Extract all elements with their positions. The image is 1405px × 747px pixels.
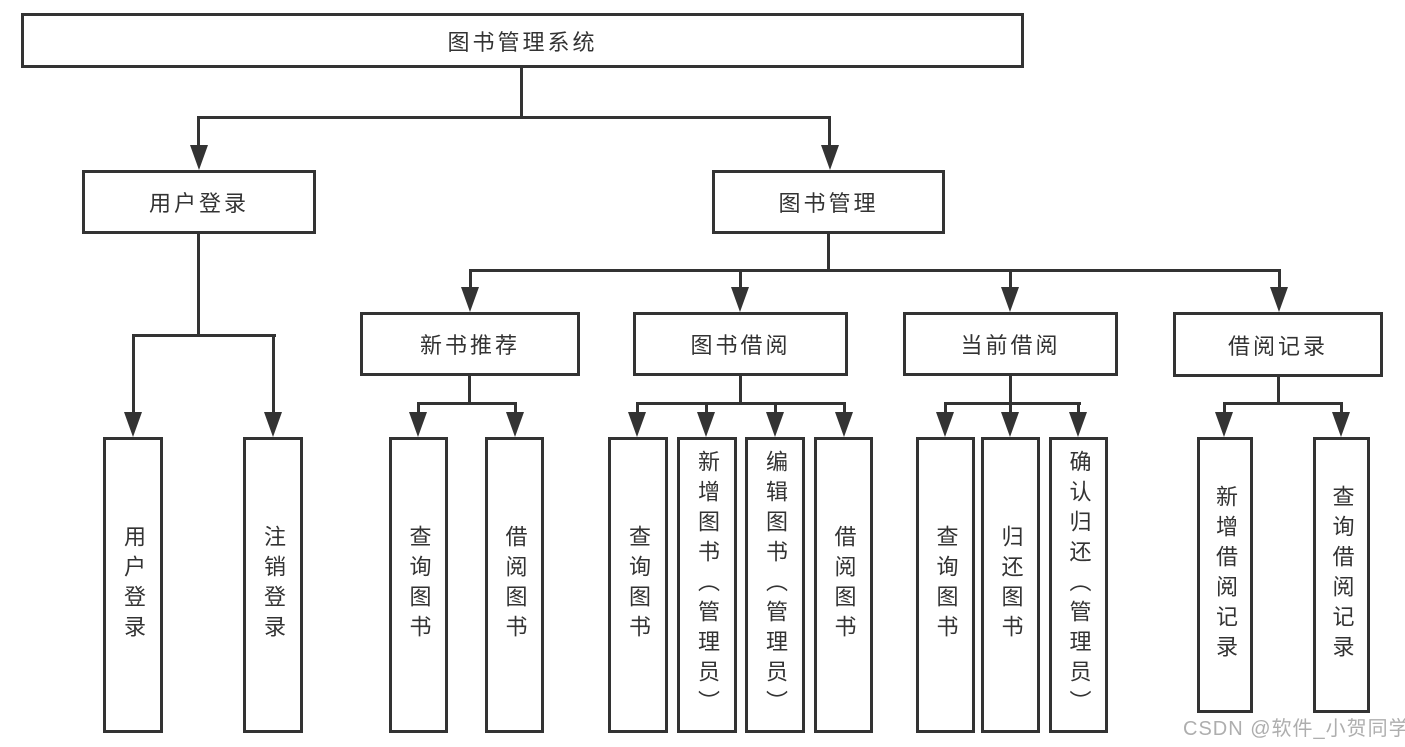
node-current-borrow: 当前借阅 xyxy=(903,312,1118,376)
leaf-label: 归还图书 xyxy=(998,525,1024,645)
arrow-down-icon xyxy=(835,412,853,437)
leaf-query-current-borrow: 查询图书 xyxy=(916,437,975,733)
connector xyxy=(1009,376,1012,405)
connector xyxy=(1077,402,1080,415)
leaf-query-borrow-record: 查询借阅记录 xyxy=(1313,437,1370,713)
connector xyxy=(468,376,471,405)
connector xyxy=(1223,402,1226,415)
connector xyxy=(417,402,517,405)
arrow-down-icon xyxy=(936,412,954,437)
leaf-label: 用户登录 xyxy=(121,525,146,645)
node-label: 图书管理 xyxy=(778,191,879,216)
connector xyxy=(1223,402,1343,405)
connector xyxy=(1278,269,1281,289)
leaf-label: 注销登录 xyxy=(261,525,286,645)
connector xyxy=(469,269,1281,272)
node-book-management: 图书管理 xyxy=(712,170,945,234)
leaf-label: 新增借阅记录 xyxy=(1213,485,1238,665)
connector xyxy=(132,334,135,416)
arrow-down-icon xyxy=(697,412,715,437)
arrow-down-icon xyxy=(821,145,839,170)
arrow-down-icon xyxy=(1001,412,1019,437)
leaf-add-book-admin: 新增图书（管理员） xyxy=(677,437,737,733)
connector xyxy=(520,68,523,119)
node-label: 当前借阅 xyxy=(960,333,1061,358)
connector xyxy=(1340,402,1343,415)
connector xyxy=(197,234,200,337)
arrow-down-icon xyxy=(731,287,749,312)
arrow-down-icon xyxy=(766,412,784,437)
node-book-borrow: 图书借阅 xyxy=(633,312,848,376)
leaf-label: 编辑图书（管理员） xyxy=(763,450,788,720)
csdn-watermark: CSDN @软件_小贺同学 xyxy=(1183,718,1405,740)
arrow-down-icon xyxy=(190,145,208,170)
connector xyxy=(469,269,472,289)
node-borrow-record: 借阅记录 xyxy=(1173,312,1383,377)
connector xyxy=(944,402,947,415)
connector xyxy=(636,402,639,415)
node-label: 用户登录 xyxy=(148,191,249,216)
arrow-down-icon xyxy=(1332,412,1350,437)
arrow-down-icon xyxy=(264,412,282,437)
leaf-logout: 注销登录 xyxy=(243,437,303,733)
connector xyxy=(774,402,777,415)
connector xyxy=(827,234,830,272)
arrow-down-icon xyxy=(461,287,479,312)
connector xyxy=(944,402,1081,405)
connector xyxy=(739,376,742,405)
leaf-query-book: 查询图书 xyxy=(608,437,668,733)
arrow-down-icon xyxy=(409,412,427,437)
leaf-query-book-recommend: 查询图书 xyxy=(389,437,448,733)
connector xyxy=(1009,269,1012,289)
connector xyxy=(417,402,420,415)
leaf-user-login: 用户登录 xyxy=(103,437,163,733)
leaf-add-borrow-record: 新增借阅记录 xyxy=(1197,437,1253,713)
leaf-label: 查询借阅记录 xyxy=(1329,485,1355,665)
node-user-login: 用户登录 xyxy=(82,170,316,234)
leaf-label: 借阅图书 xyxy=(502,525,528,645)
connector xyxy=(132,334,276,337)
node-label: 图书借阅 xyxy=(690,333,791,358)
connector xyxy=(272,334,275,416)
node-label: 借阅记录 xyxy=(1227,333,1328,359)
arrow-down-icon xyxy=(1270,287,1288,312)
connector xyxy=(1009,402,1012,415)
node-root-library-system: 图书管理系统 xyxy=(21,13,1024,68)
connector xyxy=(828,116,831,148)
connector xyxy=(1277,377,1280,405)
leaf-label: 查询图书 xyxy=(933,525,959,645)
leaf-confirm-return-admin: 确认归还（管理员） xyxy=(1049,437,1108,733)
arrow-down-icon xyxy=(1069,412,1087,437)
connector xyxy=(514,402,517,415)
arrow-down-icon xyxy=(506,412,524,437)
node-new-book-recommend: 新书推荐 xyxy=(360,312,580,376)
node-label: 新书推荐 xyxy=(419,333,520,358)
arrow-down-icon xyxy=(1215,412,1233,437)
connector xyxy=(843,402,846,415)
node-label: 图书管理系统 xyxy=(447,29,598,55)
connector xyxy=(739,269,742,289)
arrow-down-icon xyxy=(628,412,646,437)
leaf-borrow-book: 借阅图书 xyxy=(814,437,873,733)
leaf-return-book: 归还图书 xyxy=(981,437,1040,733)
connector xyxy=(705,402,708,415)
connector xyxy=(197,116,831,119)
arrow-down-icon xyxy=(1001,287,1019,312)
leaf-label: 确认归还（管理员） xyxy=(1066,450,1092,720)
leaf-label: 借阅图书 xyxy=(831,525,857,645)
leaf-borrow-book-recommend: 借阅图书 xyxy=(485,437,544,733)
connector xyxy=(197,116,200,148)
connector xyxy=(636,402,846,405)
leaf-label: 新增图书（管理员） xyxy=(695,450,720,720)
leaf-label: 查询图书 xyxy=(406,525,432,645)
leaf-label: 查询图书 xyxy=(626,525,651,645)
leaf-edit-book-admin: 编辑图书（管理员） xyxy=(745,437,805,733)
arrow-down-icon xyxy=(124,412,142,437)
